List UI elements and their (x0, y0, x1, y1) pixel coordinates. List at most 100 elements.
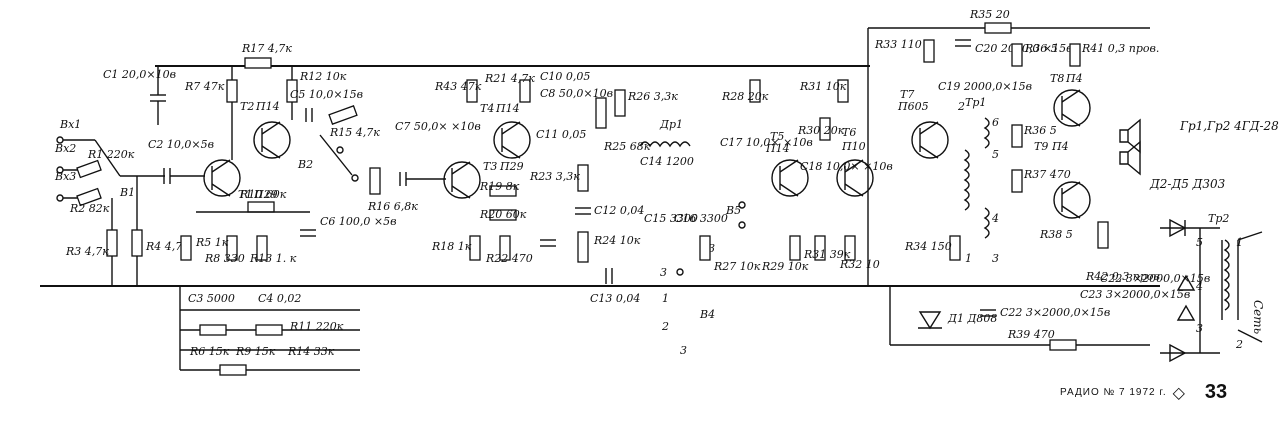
dr1-label: Др1 (659, 118, 683, 131)
r25-label: R25 68к (603, 140, 651, 153)
c15-label: C15 3300 (644, 212, 698, 225)
r27-label: R27 10к (713, 260, 761, 273)
w6: 6 (992, 116, 999, 129)
c21-label: C22 3×2000,0×15в (1000, 306, 1110, 319)
w5: 5 (992, 148, 999, 161)
b1-label: В1 (119, 186, 135, 199)
r23-label: R23 3,3к (529, 170, 580, 183)
c8-label: C8 50,0×10в (540, 87, 613, 100)
r22-label: R22 470 (485, 252, 533, 265)
r11-label: R11 220к (289, 320, 344, 333)
r41-label: R41 0,3 пров. (1081, 42, 1159, 55)
r15-label: R15 4,7к (329, 126, 380, 139)
r37-label: R36 5 (1023, 124, 1057, 137)
r20-label: R20 60к (479, 208, 527, 221)
r42-label: R42 0,3 пров. (1085, 270, 1163, 283)
r17-label: R17 4,7к (241, 42, 292, 55)
tr2-w3: 3 (1196, 322, 1203, 335)
tr2-label: Тр2 (1208, 212, 1229, 225)
w3: 3 (992, 252, 999, 265)
speakers-label: Гр1,Гр2 4ГД-28 (1179, 119, 1279, 133)
r14-label: R14 33к (287, 345, 335, 358)
b4-pos-2: 2 (661, 320, 669, 333)
w4: 4 (991, 212, 999, 225)
c22-label: C22 3×2000,0×15в (1100, 272, 1210, 285)
r30-label: R30 20к (797, 124, 845, 137)
t9-type: П4 (1051, 140, 1069, 153)
c1-ref: C1 20,0×10в (103, 68, 176, 81)
t4-type: П14 (495, 102, 520, 115)
diamond-icon: ◇ (1172, 382, 1185, 402)
c19-label: C19 2000,0×15в (938, 80, 1032, 93)
c6-label: C6 100,0 ×5в (320, 215, 397, 228)
tr2-w4: 4 (1195, 280, 1203, 293)
inputs: Вх1 Вх2 Вх3 R1 220к R2 82к (54, 118, 135, 215)
r16-label: R16 6,8к (367, 200, 418, 213)
tr2-w5: 5 (1196, 236, 1203, 249)
c20-label: C20 2000,0 ×15в (975, 42, 1073, 55)
c5-label: C5 10,0×15в (290, 88, 363, 101)
c14-label: C14 1200 (640, 155, 694, 168)
t1-type: П29 (253, 188, 278, 201)
input-3-label: Вх3 (54, 170, 76, 183)
c2-label: C2 10,0×5в (148, 138, 214, 151)
w1: 1 (965, 252, 972, 265)
t4-label: T4 (480, 102, 494, 115)
page-footer: РАДИО № 7 1972 г. ◇ 33 (1060, 380, 1270, 404)
t2-label: T2 (240, 100, 254, 113)
r26-label: R26 3,3к (627, 90, 678, 103)
t6-type: П10 (841, 140, 866, 153)
t8-type: П4 (1065, 72, 1083, 85)
t7-type: П605 (897, 100, 929, 113)
t9-label: T9 (1034, 140, 1048, 153)
rails (40, 27, 1160, 346)
tr1-label: Тр1 (965, 96, 986, 109)
zener-label: Д1 Д808 (947, 312, 997, 325)
r34-label: R34 150 (904, 240, 952, 253)
b4-label: В4 (699, 308, 715, 321)
c23-label: C23 3×2000,0×15в (1080, 288, 1190, 301)
c3-label: C3 5000 (188, 292, 235, 305)
output-stage: R33 110 T7 П605 R34 150 Д1 Д808 C22 3×20… (874, 8, 1279, 351)
r43-label: R43 47к (434, 80, 482, 93)
r5-label: R5 1к (195, 236, 229, 249)
mains-w2: 2 (1235, 338, 1243, 351)
mains-label: Сеть (1251, 300, 1265, 334)
page-number: 33 (1204, 380, 1228, 403)
t6-label: T6 (842, 126, 856, 139)
r1-label: R1 220к (87, 148, 135, 161)
t5-type: П14 (765, 142, 790, 155)
r10-label: R10 60к (239, 188, 287, 201)
r9-label: R9 15к (235, 345, 276, 358)
r29-label: R29 10к (761, 260, 809, 273)
c10-label: C10 0,05 (540, 70, 590, 83)
t1-label: T1 (238, 188, 252, 201)
r2-label: R2 82к (69, 202, 110, 215)
r21-label: R21 4,7к (484, 72, 535, 85)
input-1-label: Вх1 (59, 118, 81, 131)
stage-2: R16 6,8к C7 50,0× ×10в T3 П29 T4 П14 R43… (367, 70, 678, 305)
c17-label: C17 10,0× ×10в (720, 136, 813, 149)
r19-label: R19 8к (479, 180, 520, 193)
r35-label: R35 20 (969, 8, 1010, 21)
r3-label: R3 4,7к (65, 245, 109, 258)
c16-label: C16 3300 (674, 212, 728, 225)
r28-label: R28 20к (721, 90, 769, 103)
input-2-label: Вх2 (54, 142, 76, 155)
r24-label: R24 10к (593, 234, 641, 247)
r18-label: R18 1к (431, 240, 472, 253)
filter-section: Др1 C14 1200 C15 3300 C16 3300 В3 3 1 2 … (639, 118, 813, 357)
b3-pos-3: 3 (660, 266, 667, 279)
c4-label: C4 0,02 (258, 292, 301, 305)
r39-label: R38 5 (1039, 228, 1073, 241)
stage-1: В1 C2 10,0×5в C1 20,0×10в R3 4,7к R4 4,7… (65, 42, 397, 376)
r32-label: R32 10 (839, 258, 880, 271)
r13-label: R13 1. к (249, 252, 297, 265)
r4-label: R4 4,7к (145, 240, 189, 253)
w2: 2 (957, 100, 965, 113)
r38-label: R37 470 (1023, 168, 1071, 181)
c7-label: C7 50,0× ×10в (395, 120, 481, 133)
t3-type: П29 (499, 160, 524, 173)
r31b-label: R31 39к (803, 248, 851, 261)
